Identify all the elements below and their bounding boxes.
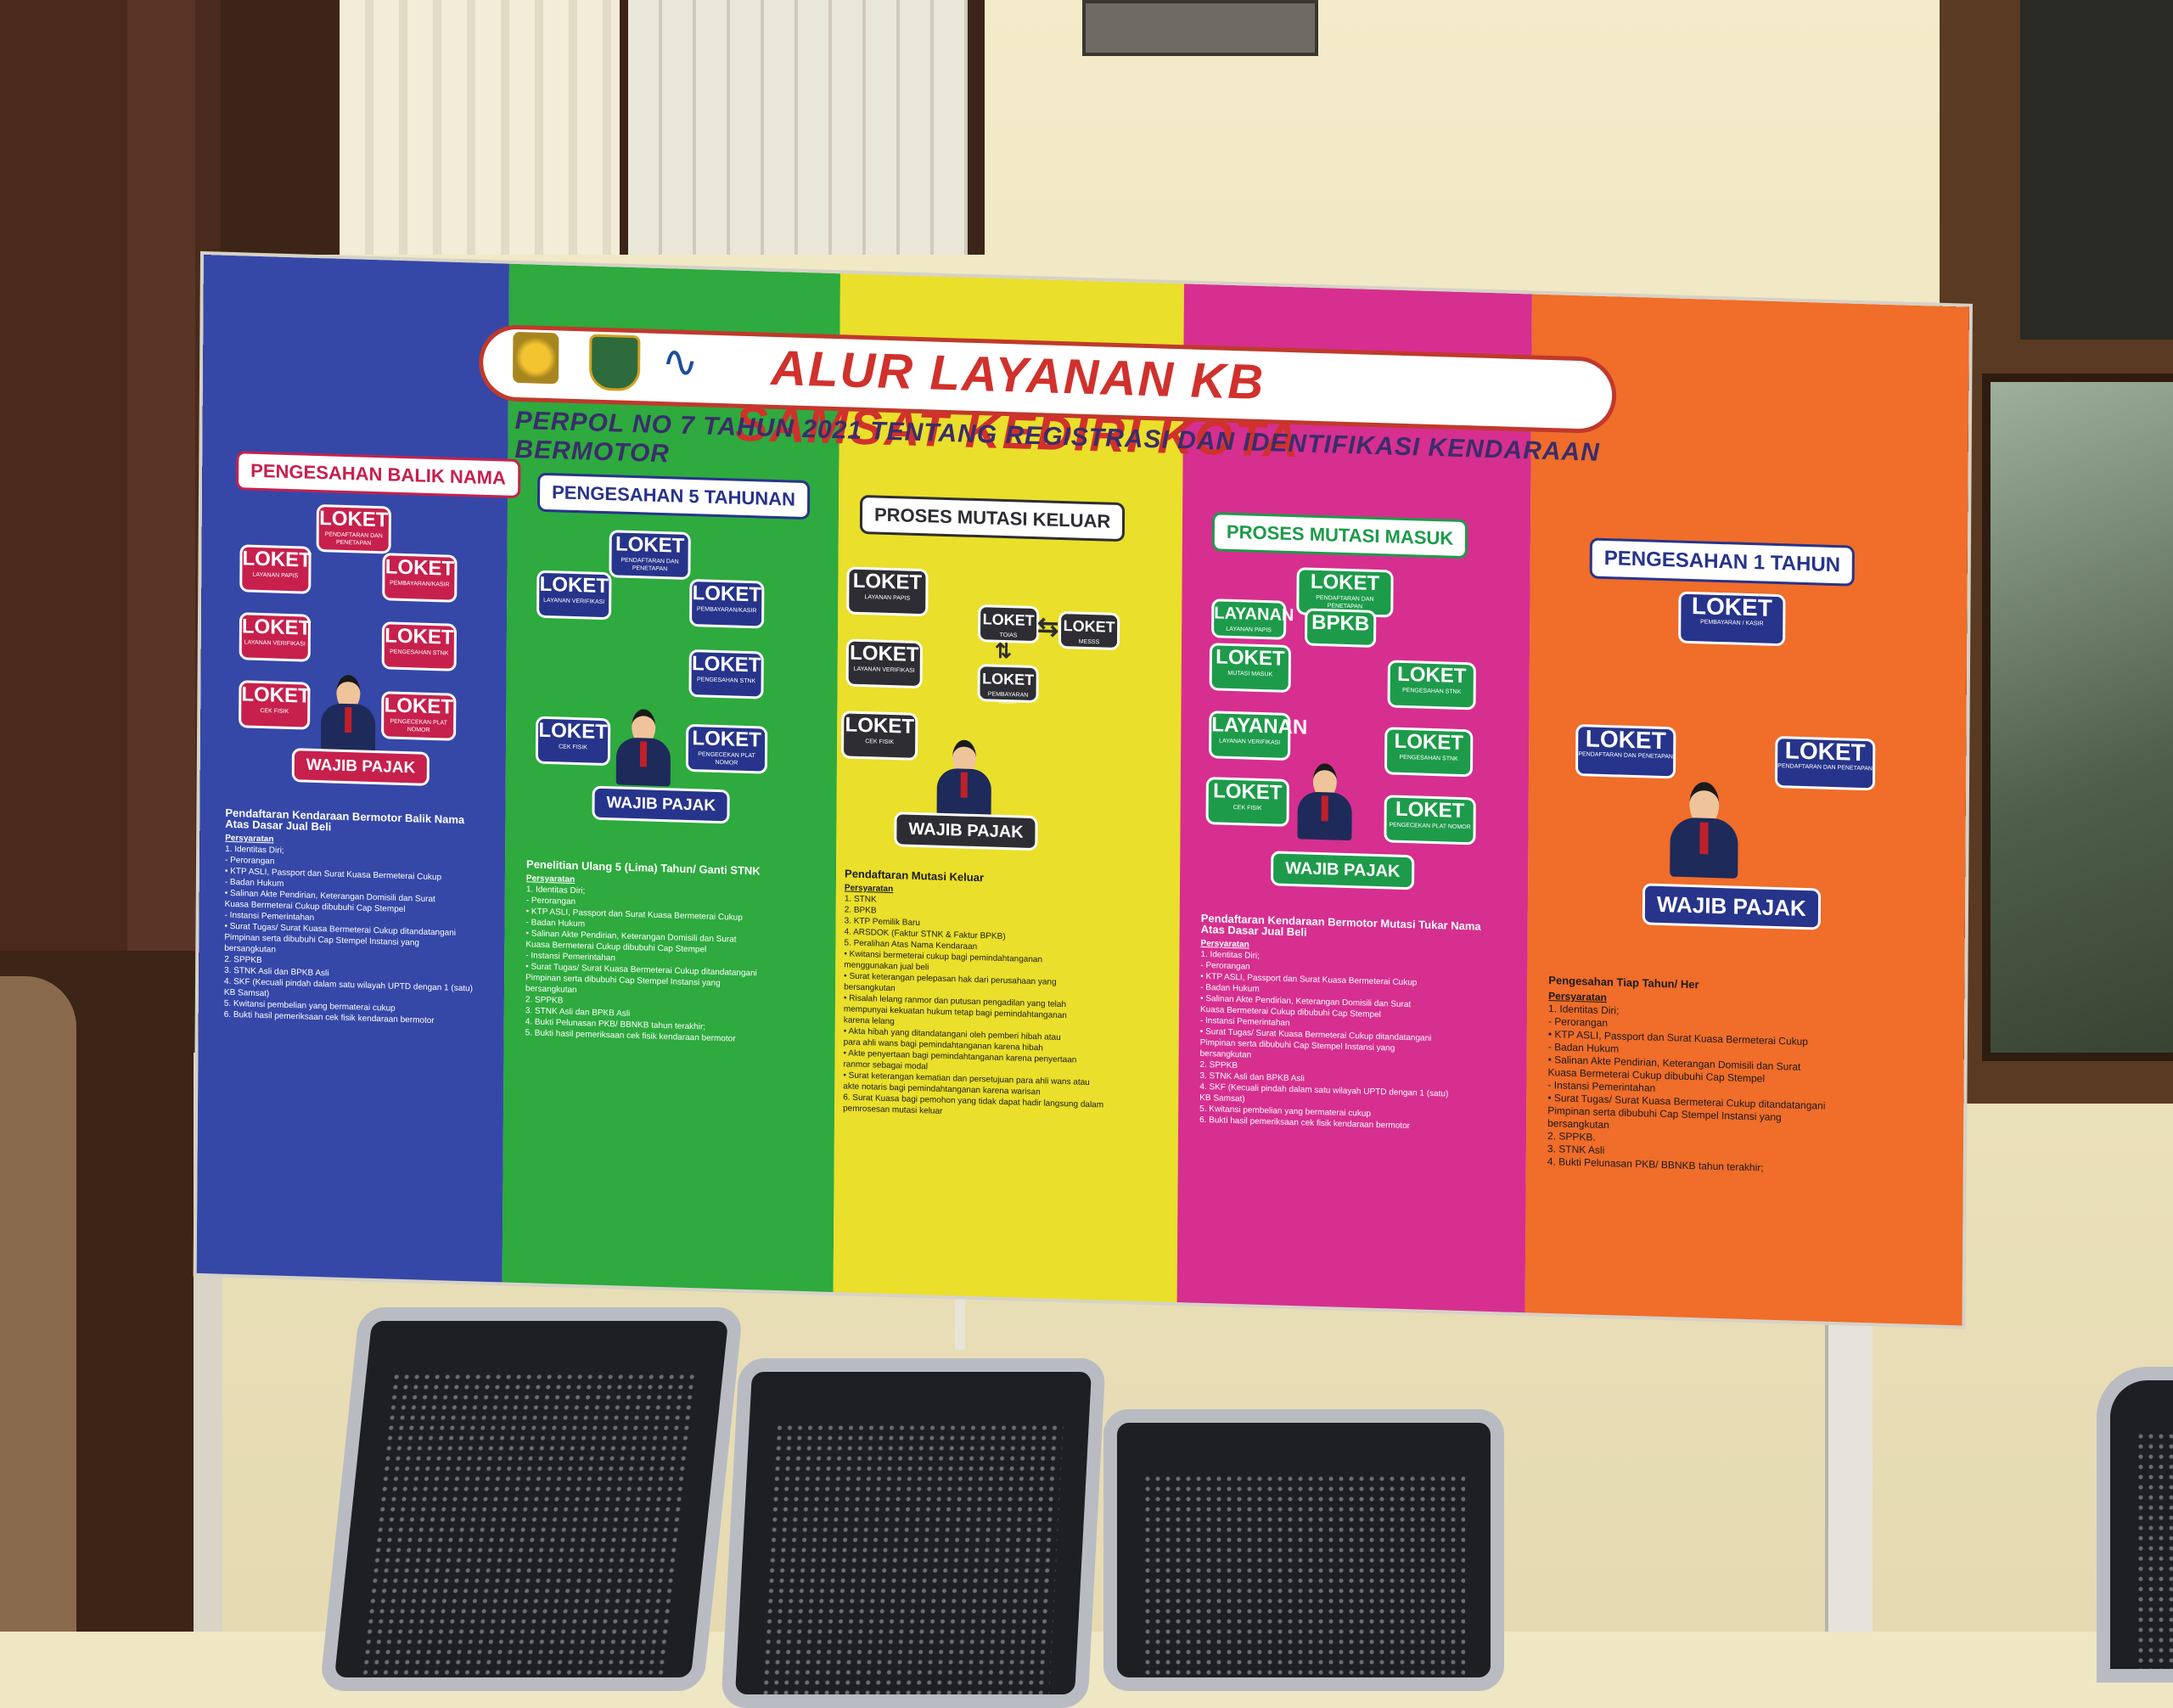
waiting-chair	[721, 1358, 1106, 1708]
bpkb-box: BPKB	[1305, 608, 1377, 648]
person-figure-icon	[1670, 781, 1738, 879]
requirements-balik-nama: Pendaftaran Kendaraan Bermotor Balik Nam…	[223, 806, 473, 1026]
section-title-5-tahunan: PENGESAHAN 5 TAHUNAN	[536, 472, 811, 520]
wajib-pajak-box: WAJIB PAJAK	[894, 812, 1038, 851]
curtain	[340, 0, 620, 255]
waiting-chair	[319, 1307, 744, 1691]
police-logo-icon	[513, 331, 559, 385]
dark-window	[2020, 0, 2173, 340]
samsat-service-banner: ∿ ALUR LAYANAN KB SAMSAT KEDIRI KOTA PER…	[196, 255, 1969, 1326]
section-title-mutasi-keluar: PROSES MUTASI KELUAR	[859, 494, 1126, 542]
requirements-5-tahunan: Penelitian Ulang 5 (Lima) Tahun/ Ganti S…	[525, 857, 761, 1044]
window-glass	[1982, 374, 2173, 1061]
person-figure-icon	[320, 674, 376, 753]
wajib-pajak-box: WAJIB PAJAK	[1271, 851, 1415, 891]
updown-arrow-icon: ⇅	[994, 639, 1013, 664]
exchange-arrow-icon: ⇆	[1037, 613, 1059, 642]
person-partial	[0, 976, 76, 1632]
samsat-logo-icon: ∿	[661, 337, 699, 388]
window-blind	[628, 0, 968, 255]
person-figure-icon	[615, 708, 671, 787]
province-crest-icon	[588, 334, 641, 392]
section-title-mutasi-masuk: PROSES MUTASI MASUK	[1211, 512, 1468, 559]
waiting-chair	[2097, 1367, 2173, 1683]
person-figure-icon	[936, 739, 992, 817]
requirements-mutasi-masuk: Pendaftaran Kendaraan Bermotor Mutasi Tu…	[1199, 911, 1481, 1132]
person-figure-icon	[1297, 762, 1352, 841]
wajib-pajak-box: WAJIB PAJAK	[1642, 883, 1821, 930]
section-title-1-tahun: PENGESAHAN 1 TAHUN	[1589, 537, 1856, 587]
wajib-pajak-box: WAJIB PAJAK	[291, 748, 430, 786]
wajib-pajak-box: WAJIB PAJAK	[592, 785, 731, 824]
waiting-chair	[1103, 1409, 1504, 1691]
air-vent	[1082, 0, 1318, 56]
